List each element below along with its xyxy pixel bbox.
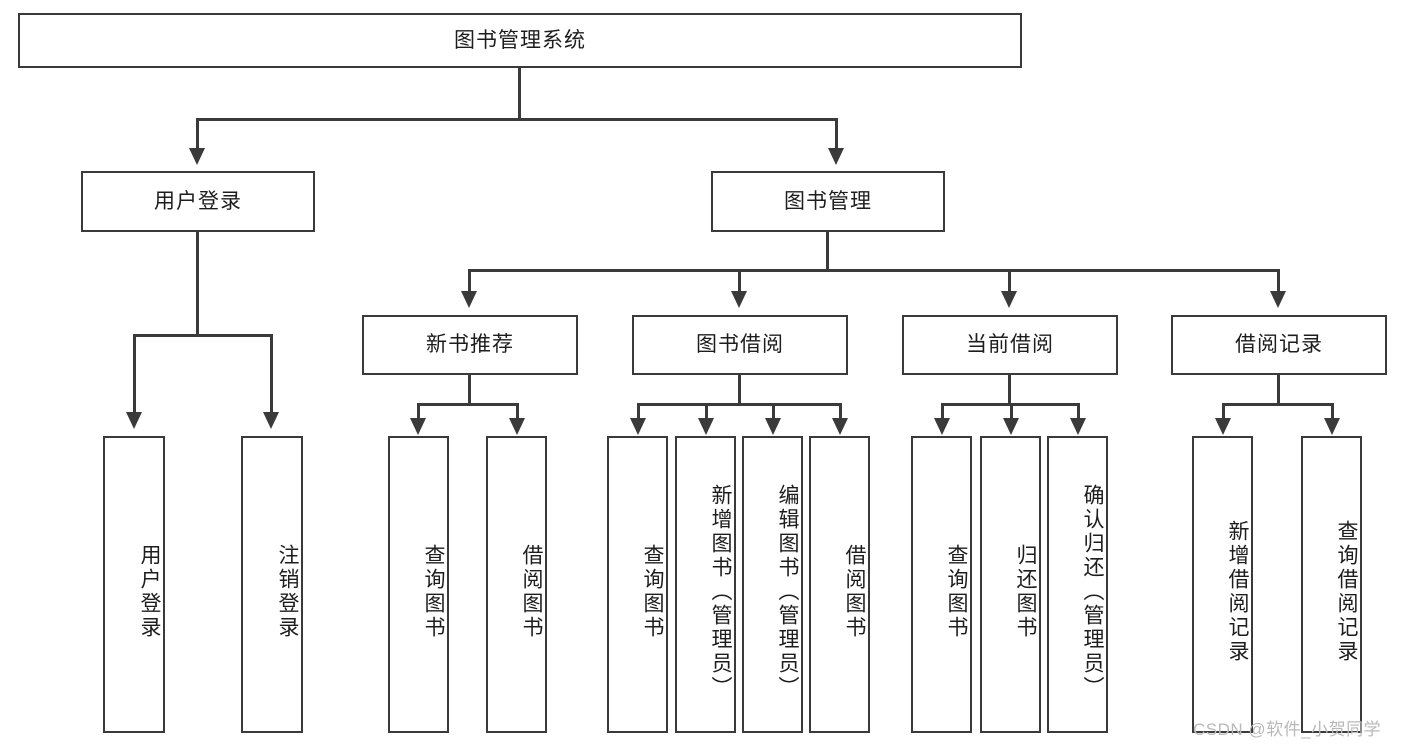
- leaf-new-book-borrow-book[interactable]: 借阅图书: [486, 436, 547, 733]
- connector-book-borrow-leaf-1: [637, 403, 640, 420]
- arrowhead-book-borrow-leaf-1: [630, 418, 646, 435]
- leaf-current-borrow-confirm-return-admin[interactable]: 确认归还（管理员）: [1047, 436, 1108, 733]
- leaf-book-borrow-borrow-book[interactable]: 借阅图书: [809, 436, 870, 733]
- connector-new-book-leaf-1: [417, 403, 420, 420]
- connector-book-management-stem: [826, 232, 829, 271]
- connector-new-book-stem: [468, 375, 471, 405]
- leaf-borrow-record-add-record[interactable]: 新增借阅记录: [1192, 436, 1253, 733]
- leaf-book-borrow-edit-book-admin[interactable]: 编辑图书（管理员）: [742, 436, 803, 733]
- connector-bm-to-book-borrow: [738, 269, 741, 293]
- arrowhead-new-book-leaf-1: [410, 418, 426, 435]
- csdn-watermark: CSDN @软件_小贺同学: [1193, 720, 1382, 739]
- leaf-new-book-query-book[interactable]: 查询图书: [388, 436, 449, 733]
- arrowhead-root-to-user-login: [189, 148, 205, 165]
- connector-book-borrow-leaf-3: [772, 403, 775, 420]
- leaf-book-borrow-query-book[interactable]: 查询图书: [607, 436, 668, 733]
- node-user-login[interactable]: 用户登录: [81, 171, 315, 232]
- connector-bm-to-new-book: [468, 269, 471, 293]
- arrowhead-user-login-child-1: [126, 412, 142, 429]
- connector-book-borrow-leaf-2: [705, 403, 708, 420]
- arrowhead-root-to-book-management: [828, 148, 844, 165]
- connector-bm-to-borrow-record: [1277, 269, 1280, 293]
- connector-current-borrow-stem: [1008, 375, 1011, 405]
- connector-borrow-record-bar: [1222, 403, 1334, 406]
- connector-current-borrow-leaf-3: [1077, 403, 1080, 420]
- leaf-user-login[interactable]: 用户登录: [103, 436, 165, 733]
- arrowhead-book-borrow-leaf-4: [832, 418, 848, 435]
- arrowhead-current-borrow-leaf-2: [1003, 418, 1019, 435]
- connector-current-borrow-leaf-1: [941, 403, 944, 420]
- node-new-book-recommend[interactable]: 新书推荐: [362, 315, 578, 375]
- node-book-borrow[interactable]: 图书借阅: [632, 315, 848, 375]
- connector-current-borrow-leaf-2: [1010, 403, 1013, 420]
- node-current-borrow[interactable]: 当前借阅: [902, 315, 1118, 375]
- node-root-book-management-system[interactable]: 图书管理系统: [18, 13, 1022, 68]
- connector-borrow-record-leaf-1: [1222, 403, 1225, 420]
- arrowhead-book-borrow-leaf-3: [765, 418, 781, 435]
- arrowhead-borrow-record-leaf-1: [1215, 418, 1231, 435]
- arrowhead-bm-to-new-book: [461, 291, 477, 308]
- arrowhead-bm-to-book-borrow: [731, 291, 747, 308]
- connector-book-borrow-bar: [637, 403, 841, 406]
- arrowhead-book-borrow-leaf-2: [698, 418, 714, 435]
- connector-bm-to-current-borrow: [1008, 269, 1011, 293]
- leaf-book-borrow-add-book-admin[interactable]: 新增图书（管理员）: [675, 436, 736, 733]
- connector-user-login-child-1: [133, 334, 136, 414]
- connector-new-book-leaf-2: [516, 403, 519, 420]
- connector-root-to-user-login: [196, 118, 199, 150]
- connector-borrow-record-stem: [1277, 375, 1280, 405]
- node-book-management[interactable]: 图书管理: [711, 171, 945, 232]
- arrowhead-bm-to-current-borrow: [1001, 291, 1017, 308]
- connector-borrow-record-leaf-2: [1331, 403, 1334, 420]
- connector-user-login-child-2: [270, 334, 273, 414]
- connector-book-borrow-leaf-4: [839, 403, 842, 420]
- arrowhead-current-borrow-leaf-3: [1070, 418, 1086, 435]
- connector-new-book-bar: [417, 403, 519, 406]
- connector-root-stem: [518, 68, 521, 118]
- node-borrow-record[interactable]: 借阅记录: [1171, 315, 1387, 375]
- leaf-current-borrow-query-book[interactable]: 查询图书: [911, 436, 972, 733]
- arrowhead-borrow-record-leaf-2: [1324, 418, 1340, 435]
- arrowhead-user-login-child-2: [263, 412, 279, 429]
- arrowhead-current-borrow-leaf-1: [934, 418, 950, 435]
- connector-root-to-book-management: [835, 118, 838, 150]
- connector-book-management-bar: [468, 269, 1280, 272]
- connector-user-login-stem: [196, 232, 199, 336]
- leaf-logout[interactable]: 注销登录: [241, 436, 303, 733]
- arrowhead-new-book-leaf-2: [509, 418, 525, 435]
- arrowhead-bm-to-borrow-record: [1270, 291, 1286, 308]
- connector-root-bar: [196, 118, 838, 121]
- connector-user-login-bar: [133, 334, 270, 337]
- leaf-borrow-record-query-record[interactable]: 查询借阅记录: [1301, 436, 1362, 733]
- leaf-current-borrow-return-book[interactable]: 归还图书: [980, 436, 1041, 733]
- connector-book-borrow-stem: [738, 375, 741, 405]
